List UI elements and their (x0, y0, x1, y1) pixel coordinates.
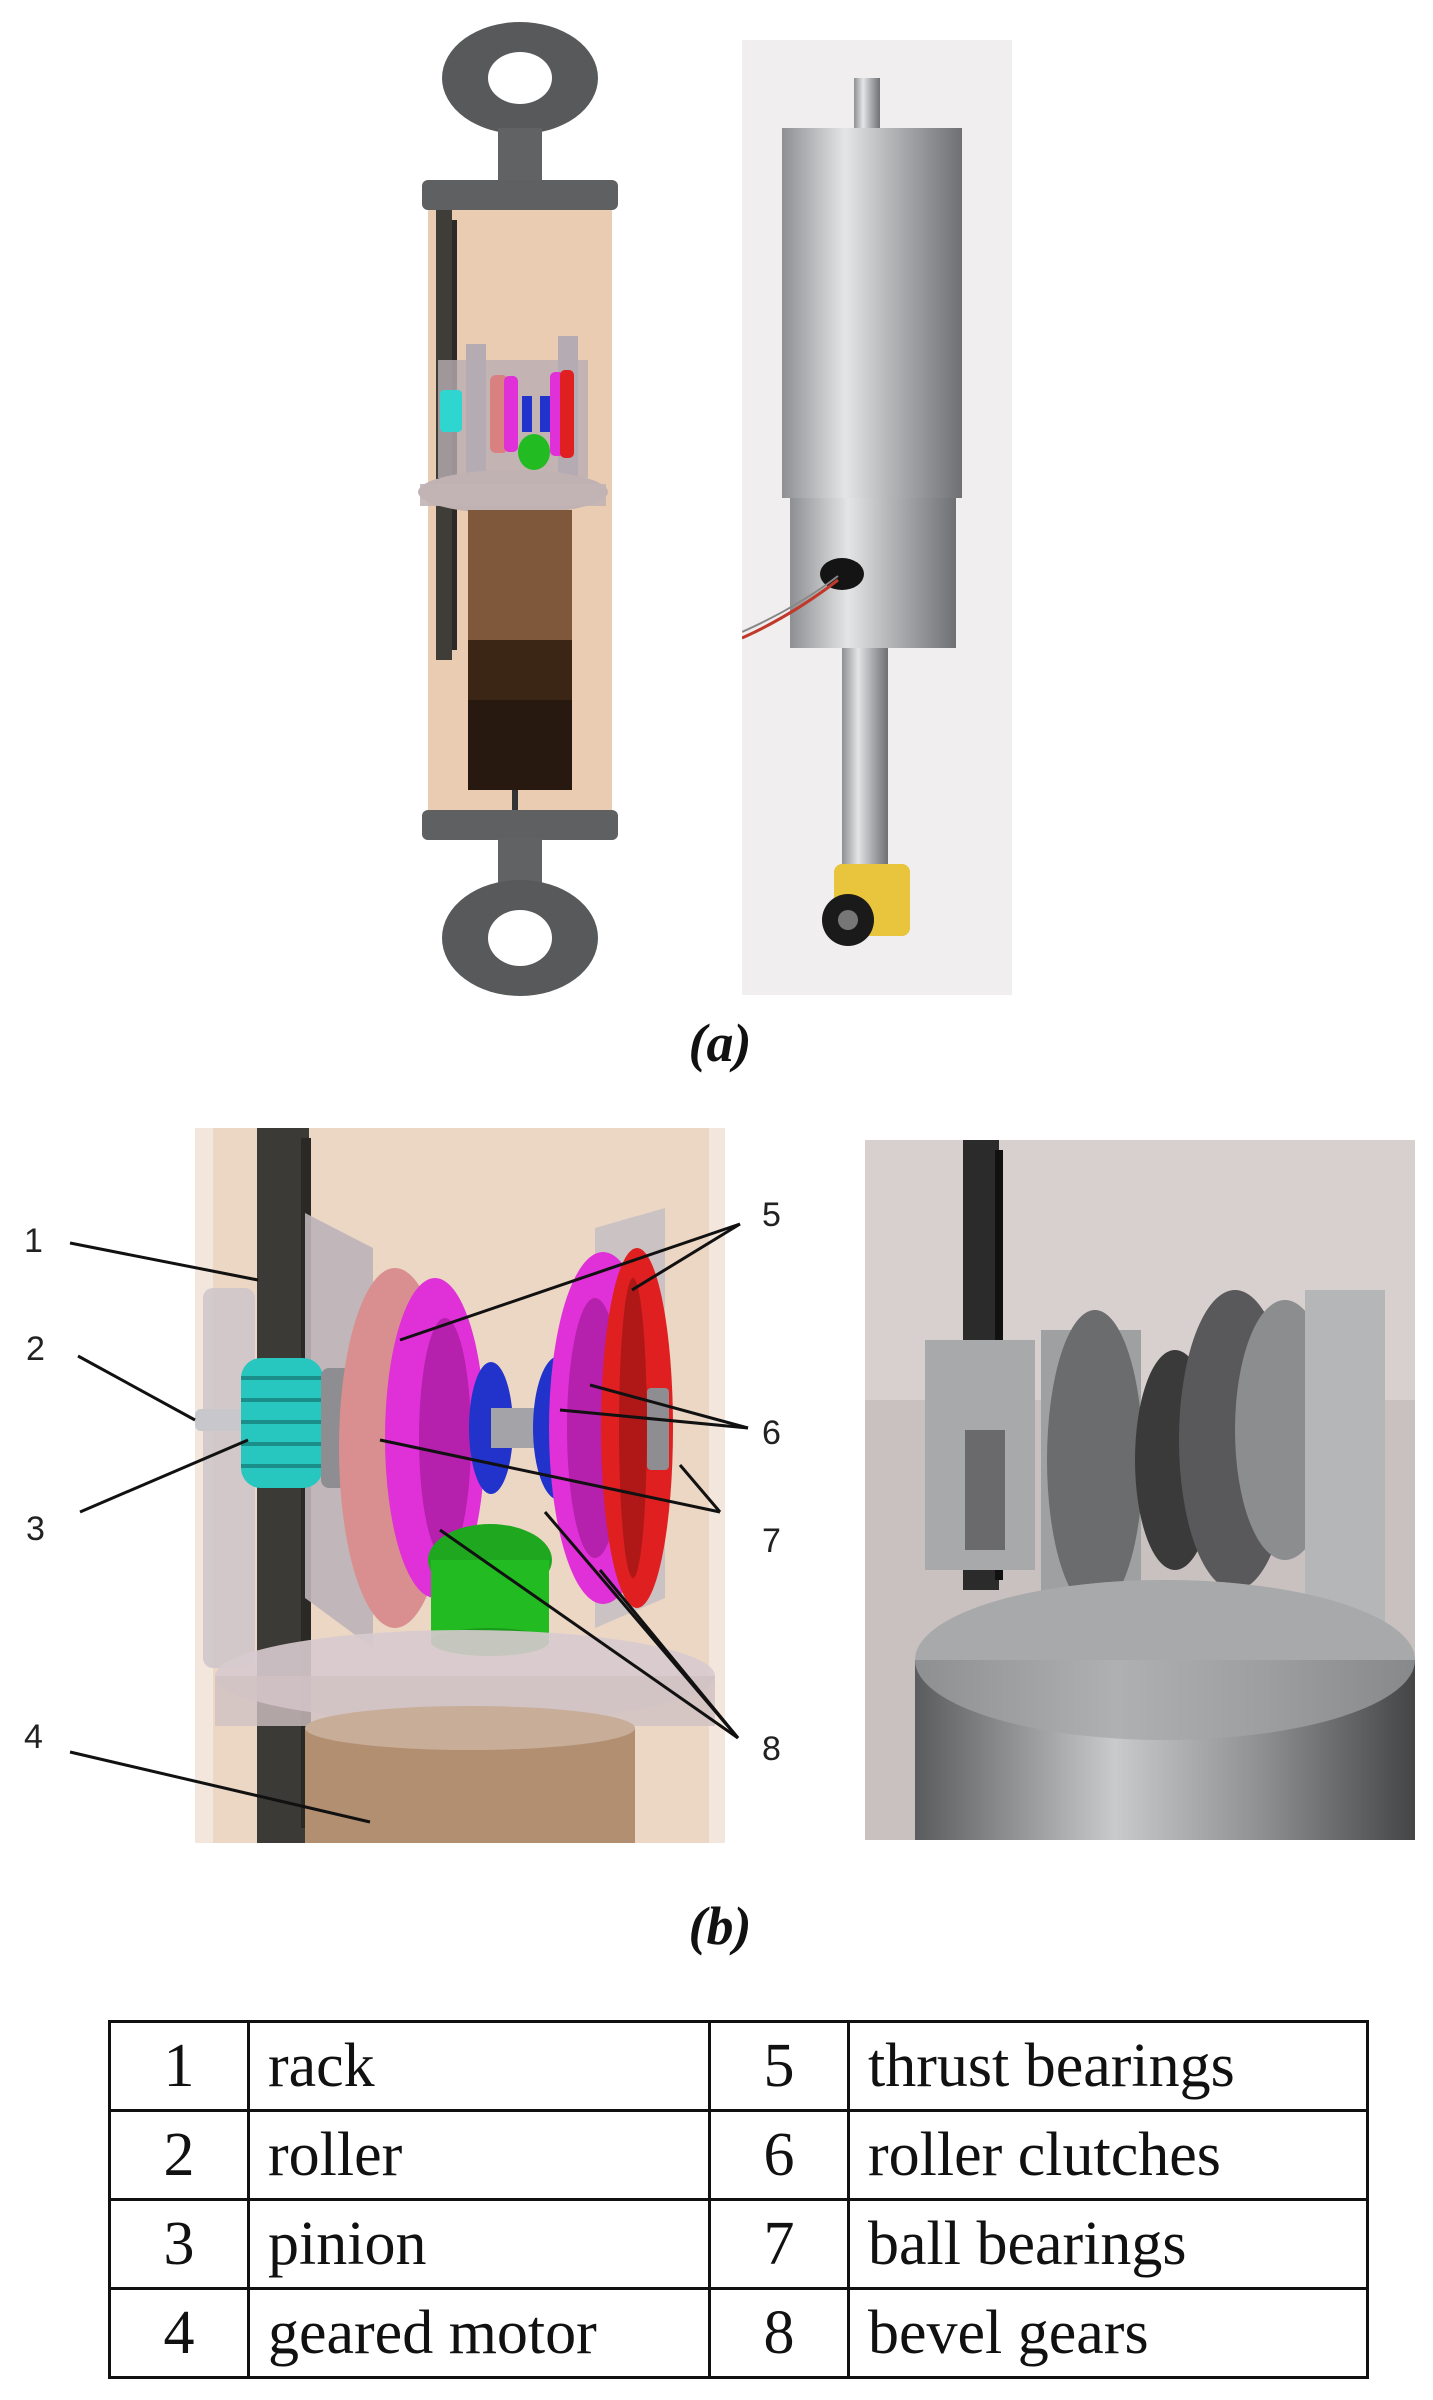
top-plate (422, 180, 618, 210)
ball-bearing-right (647, 1388, 669, 1470)
cable-wires (742, 578, 839, 640)
legend-label: roller clutches (847, 2109, 1369, 2201)
callout-1: 1 (24, 1222, 43, 1260)
callout-5: 5 (762, 1196, 781, 1234)
cad-damper-model (418, 22, 618, 996)
top-eyelet (442, 22, 598, 184)
caption-b: (b) (688, 1896, 752, 1956)
bottom-eyelet (442, 838, 598, 996)
legend-number: 2 (108, 2109, 250, 2201)
callout-2: 2 (26, 1330, 45, 1368)
callout-6: 6 (762, 1414, 781, 1452)
gear-assembly (418, 336, 608, 514)
gear-mechanism-photo (865, 1140, 1415, 1840)
legend-label: rack (247, 2020, 711, 2112)
legend-number: 6 (708, 2109, 850, 2201)
caption-a: (a) (688, 1013, 752, 1073)
legend-label: thrust bearings (847, 2020, 1369, 2112)
legend-number: 4 (108, 2287, 250, 2379)
legend-number: 5 (708, 2020, 850, 2112)
legend-label: pinion (247, 2198, 711, 2290)
legend-label: roller (247, 2109, 711, 2201)
gear-mechanism-cad (195, 1128, 725, 1843)
upper-cylinder (782, 128, 962, 498)
callout-3: 3 (26, 1510, 45, 1548)
legend-label: ball bearings (847, 2198, 1369, 2290)
callout-7: 7 (762, 1522, 781, 1560)
legend-number: 3 (108, 2198, 250, 2290)
geared-motor (468, 510, 572, 816)
damper-prototype-photo (742, 40, 1012, 995)
lower-cylinder (790, 498, 956, 648)
pinion-gear (241, 1358, 323, 1488)
legend-number: 8 (708, 2287, 850, 2379)
legend-label: bevel gears (847, 2287, 1369, 2379)
roller-shaft (195, 1409, 245, 1431)
piston-rod (842, 648, 888, 868)
legend-label: geared motor (247, 2287, 711, 2379)
legend-number: 7 (708, 2198, 850, 2290)
legend-number: 1 (108, 2020, 250, 2112)
callout-leaders (69, 1222, 749, 1824)
callout-8: 8 (762, 1730, 781, 1768)
callout-4: 4 (24, 1718, 43, 1756)
bottom-plate (422, 810, 618, 840)
